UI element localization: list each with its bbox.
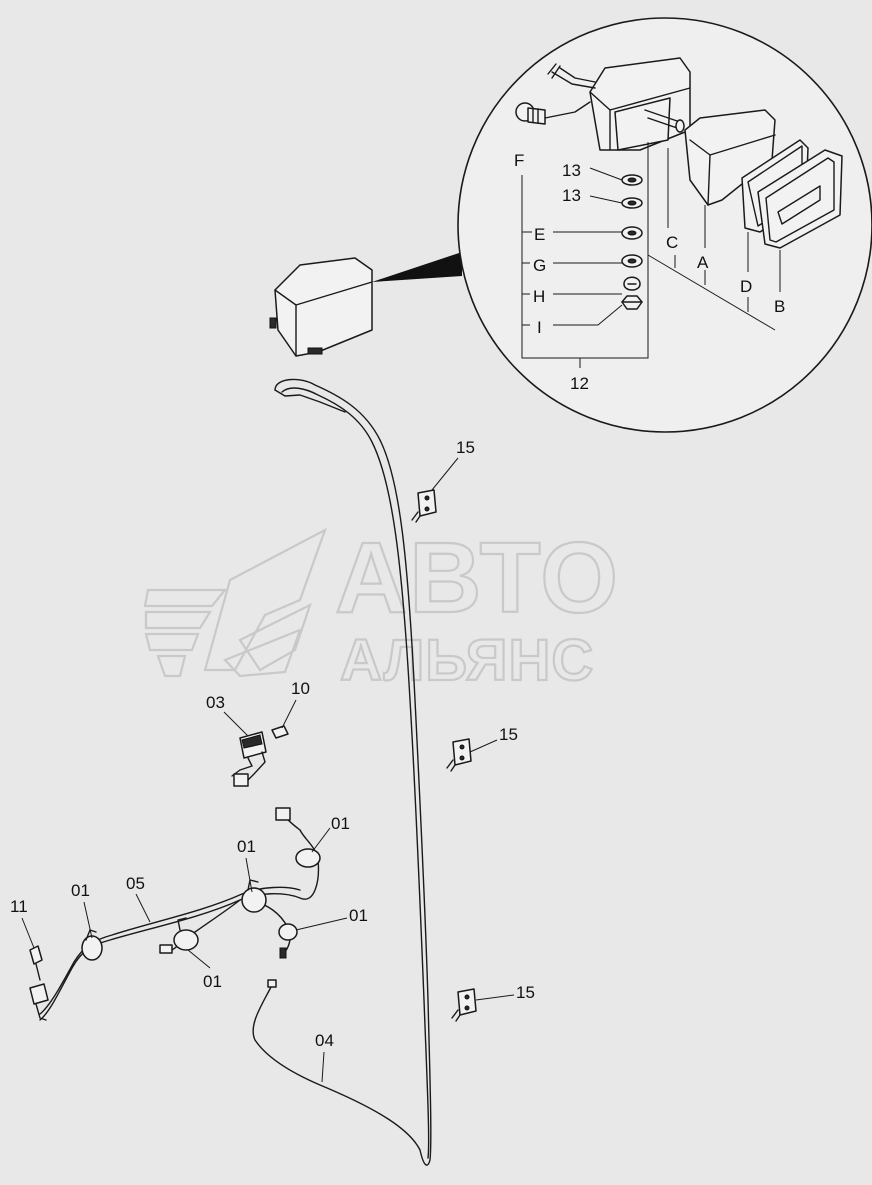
work-lamp	[269, 257, 373, 357]
label-13-a: 13	[562, 161, 581, 180]
watermark-line2: АЛЬЯНС	[340, 628, 594, 693]
label-01-right: 01	[349, 906, 368, 925]
harness-05	[29, 807, 321, 1021]
label-E: E	[534, 225, 545, 244]
watermark-line1: АВТО	[335, 522, 620, 634]
label-I: I	[537, 318, 542, 337]
label-04: 04	[315, 1031, 334, 1050]
bracket-15-middle	[446, 738, 472, 772]
bracket-15-lower	[451, 988, 477, 1022]
plate-10	[271, 725, 289, 739]
label-05: 05	[126, 874, 145, 893]
label-01-top-right: 01	[331, 814, 350, 833]
label-13-b: 13	[562, 186, 581, 205]
label-03: 03	[206, 693, 225, 712]
switch-03	[231, 731, 267, 787]
callout-labels: F 13 13 E G H I 12 C A D B 15 15 15 03 1…	[10, 151, 785, 1083]
main-cable	[252, 378, 432, 1166]
label-12: 12	[570, 374, 589, 393]
label-15-middle: 15	[499, 725, 518, 744]
label-G: G	[533, 256, 546, 275]
detail-pointer	[372, 252, 462, 282]
label-01-bottom: 01	[203, 972, 222, 991]
label-A: A	[697, 253, 709, 272]
label-01-left: 01	[71, 881, 90, 900]
label-H: H	[533, 287, 545, 306]
watermark-logo: АВТО АЛЬЯНС	[143, 521, 620, 694]
label-10: 10	[291, 679, 310, 698]
label-15-upper: 15	[456, 438, 475, 457]
label-F: F	[514, 151, 524, 170]
label-D: D	[740, 277, 752, 296]
label-01-upper-mid: 01	[237, 837, 256, 856]
label-15-lower: 15	[516, 983, 535, 1002]
bracket-15-upper	[411, 489, 437, 523]
lamp-exploded-view	[515, 57, 843, 368]
label-B: B	[774, 297, 785, 316]
label-C: C	[666, 233, 678, 252]
label-11: 11	[10, 897, 28, 916]
